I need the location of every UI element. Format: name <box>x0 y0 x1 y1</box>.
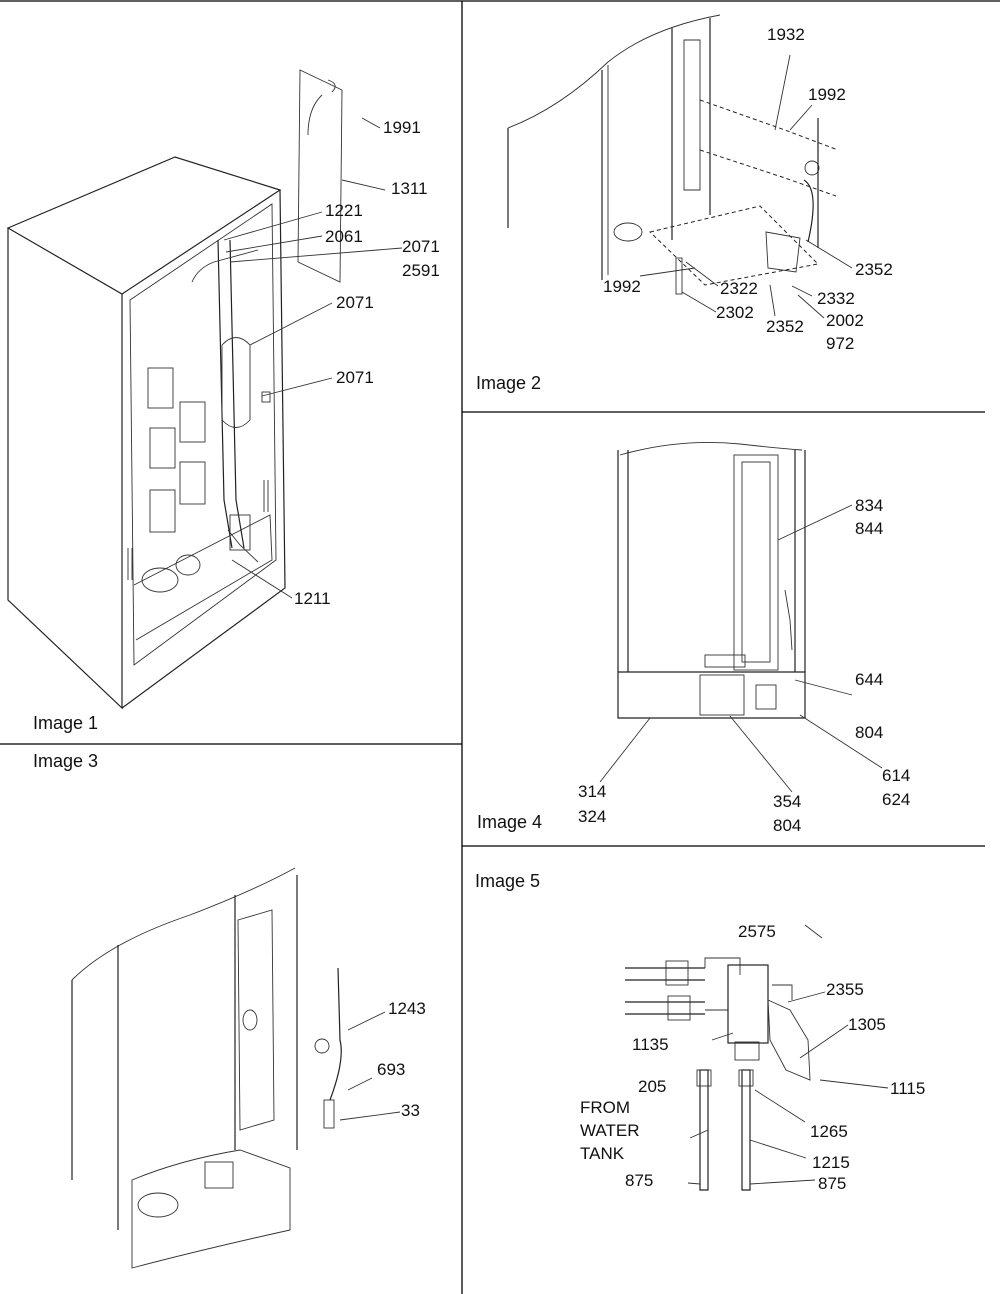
part-label: 844 <box>855 519 884 538</box>
image4-illustration <box>617 441 806 719</box>
part-label: 1991 <box>383 118 421 137</box>
part-label: 354 <box>773 792 802 811</box>
part-label: 314 <box>578 782 607 801</box>
part-label: 2061 <box>325 227 363 246</box>
part-label: 2352 <box>766 317 804 336</box>
image3-illustration <box>71 867 342 1269</box>
part-label: 2302 <box>716 303 754 322</box>
callout-leader-lines <box>223 54 889 1185</box>
part-label: 2575 <box>738 922 776 941</box>
image3-caption: Image 3 <box>33 751 99 771</box>
part-label: 1221 <box>325 201 363 220</box>
part-label: 2355 <box>826 980 864 999</box>
part-label: 1305 <box>848 1015 886 1034</box>
part-label: 1932 <box>767 25 805 44</box>
part-label: 2071 <box>336 368 374 387</box>
part-label: 644 <box>855 670 884 689</box>
image1-refrigerator-illustration <box>6 69 343 710</box>
part-label: 33 <box>401 1101 420 1120</box>
part-label: 624 <box>882 790 911 809</box>
source-label: TANK <box>580 1144 625 1163</box>
part-label: 804 <box>855 723 884 742</box>
part-label: 2071 <box>336 293 374 312</box>
part-label: 1992 <box>603 277 641 296</box>
part-label: 614 <box>882 766 911 785</box>
image4-caption: Image 4 <box>477 812 543 832</box>
part-label: 804 <box>773 816 802 835</box>
image5-valve-illustration <box>625 957 811 1191</box>
image2-caption: Image 2 <box>476 373 542 393</box>
part-label: 1265 <box>810 1122 848 1141</box>
part-label: 1311 <box>391 179 428 198</box>
source-label: WATER <box>580 1121 640 1140</box>
part-label: 1135 <box>632 1035 669 1054</box>
part-label: 2591 <box>402 261 440 280</box>
part-label: 972 <box>826 334 855 353</box>
image5-caption: Image 5 <box>475 871 541 891</box>
image2-illustration <box>507 14 839 295</box>
part-label: 693 <box>377 1060 406 1079</box>
part-label: 875 <box>625 1171 654 1190</box>
part-label: 2071 <box>402 237 440 256</box>
part-label: 1215 <box>812 1153 850 1172</box>
part-label: 1992 <box>808 85 846 104</box>
part-label: 1243 <box>388 999 426 1018</box>
part-label: 2352 <box>855 260 893 279</box>
part-label: 324 <box>578 807 607 826</box>
part-label: 2332 <box>817 289 855 308</box>
part-label: 1211 <box>294 589 331 608</box>
part-label: 2322 <box>720 279 758 298</box>
source-label: FROM <box>580 1098 631 1117</box>
part-label: 1115 <box>890 1079 926 1098</box>
image1-caption: Image 1 <box>33 713 99 733</box>
part-label: 875 <box>818 1174 847 1193</box>
part-label: 834 <box>855 496 884 515</box>
part-label: 205 <box>638 1077 667 1096</box>
part-label: 2002 <box>826 311 864 330</box>
